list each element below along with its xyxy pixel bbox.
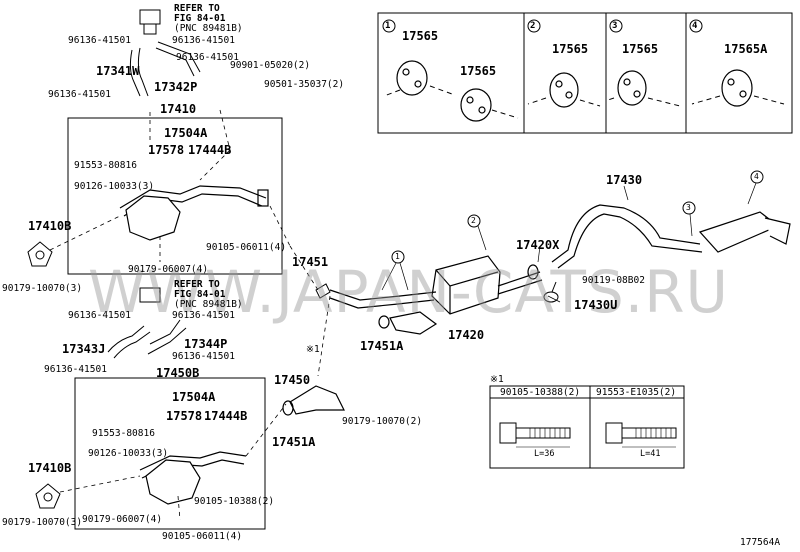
callout-number: 4: [754, 172, 759, 181]
table-header: 90105-10388(2): [500, 387, 581, 398]
bolt-length: L=41: [640, 449, 661, 459]
callout-number: 1: [385, 21, 391, 31]
part-label: 17420X: [516, 238, 560, 252]
part-label: 90126-10033(3): [88, 448, 169, 459]
part-label: 17444B: [204, 409, 248, 423]
part-label: 96136-41501: [68, 310, 131, 321]
watermark: WWW.JAPAN-CATS.RU: [88, 258, 729, 326]
part-label: 17430U: [574, 298, 618, 312]
part-label: 90901-05020(2): [230, 60, 311, 71]
gasket-icon: [27, 241, 331, 509]
bolt-length: L=36: [534, 449, 555, 459]
part-label: 17410: [160, 102, 197, 116]
part-label: 90105-06011(4): [162, 531, 243, 542]
refer-note: REFER TO: [174, 3, 220, 14]
figure-code: 177564A: [740, 537, 781, 548]
lower-sensor-tubes: [107, 287, 187, 359]
part-label: 96136-41501: [48, 89, 111, 100]
part-label: 96136-41501: [44, 364, 107, 375]
part-label: 17420: [448, 328, 485, 342]
part-label: 96136-41501: [172, 310, 235, 321]
part-label: 90179-06007(4): [82, 514, 163, 525]
refer-note: (PNC 89481B): [174, 299, 243, 310]
part-label: 90179-10070(3): [2, 517, 83, 528]
bolt-icon: [499, 422, 677, 444]
bolt-thread-lines: [516, 428, 676, 448]
upper-converter-frame: [67, 117, 283, 275]
upper-front-pipe: [119, 185, 269, 241]
part-label: 90126-10033(3): [74, 181, 155, 192]
part-label: 17565: [552, 42, 589, 56]
part-label: 17451A: [272, 435, 316, 449]
part-label: 96136-41501: [176, 52, 239, 63]
callout-number: 4: [692, 21, 698, 31]
note-mark: ※1: [490, 374, 504, 385]
part-label: 17444B: [188, 143, 232, 157]
part-label: 17565: [622, 42, 659, 56]
assembly-leader-lines: [49, 109, 331, 521]
part-label: 17451: [292, 255, 329, 269]
part-label: 17578: [148, 143, 185, 157]
part-label: 17504A: [172, 390, 216, 404]
hanger-detail-box: [377, 12, 793, 134]
part-label: 17451A: [360, 339, 404, 353]
part-label: 17343J: [62, 342, 106, 356]
part-label: 17430: [606, 173, 643, 187]
center-muffler: [329, 255, 543, 335]
callout-circle: [382, 19, 764, 264]
refer-note: FIG 84-01: [174, 289, 226, 300]
table-header: 91553-E1035(2): [596, 387, 677, 398]
part-label: 96136-41501: [68, 35, 131, 46]
upper-sensor-tubes: [129, 9, 201, 97]
callout-number: 1: [395, 252, 400, 261]
hanger-leader-lines: [383, 85, 785, 119]
part-label: 90105-06011(4): [206, 242, 287, 253]
part-label: 90119-08B02: [582, 275, 645, 286]
part-label: 17578: [166, 409, 203, 423]
clamp-icon: [543, 281, 559, 303]
callout-number: 3: [612, 21, 618, 31]
lower-front-pipe: [139, 451, 247, 505]
part-label: 90179-06007(4): [128, 264, 209, 275]
note-mark: ※1: [306, 344, 320, 355]
callout-number: 3: [686, 203, 691, 212]
part-label: 17450B: [156, 366, 200, 380]
part-label: 91553-80816: [74, 160, 137, 171]
part-label: 17565A: [724, 42, 768, 56]
part-label: 96136-41501: [172, 351, 235, 362]
part-label: 17450: [274, 373, 311, 387]
bolt-table-frame: [489, 385, 685, 469]
part-label: 96136-41501: [172, 35, 235, 46]
part-label: 17565: [402, 29, 439, 43]
part-label: 17342P: [154, 80, 198, 94]
part-label: 91553-80816: [92, 428, 155, 439]
refer-note: FIG 84-01: [174, 13, 226, 24]
hanger-rubber-icon: [396, 60, 753, 122]
refer-note: (PNC 89481B): [174, 23, 243, 34]
refer-note: REFER TO: [174, 279, 220, 290]
callout-number: 2: [530, 21, 536, 31]
part-label: 90501-35037(2): [264, 79, 345, 90]
part-label: 90179-10070(2): [342, 416, 423, 427]
part-label: 17504A: [164, 126, 208, 140]
lower-converter-frame: [74, 377, 266, 530]
part-label: 90105-10388(2): [194, 496, 275, 507]
part-label: 90179-10070(3): [2, 283, 83, 294]
callout-number: 2: [471, 216, 476, 225]
mid-pipe: [282, 385, 345, 416]
part-label: 17341W: [96, 64, 140, 78]
part-label: 17565: [460, 64, 497, 78]
callout-leader-lines: [381, 182, 757, 303]
part-label: 17344P: [184, 337, 228, 351]
part-label: 17410B: [28, 461, 72, 475]
part-label: 17410B: [28, 219, 72, 233]
tail-pipe: [551, 204, 791, 269]
